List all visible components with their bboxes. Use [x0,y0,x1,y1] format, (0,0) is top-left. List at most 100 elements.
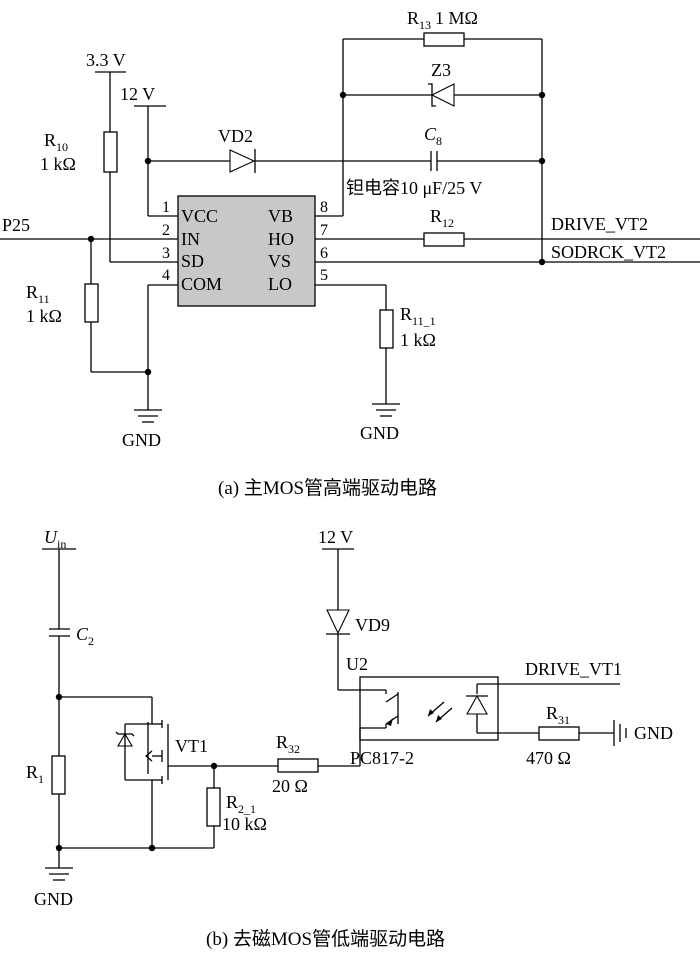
pin-name-vb: VB [268,206,293,226]
resistor-r12: R12 [423,206,465,247]
pin-num-3: 3 [162,245,170,262]
bootstrap-network [339,38,546,266]
r10-sub: 10 [56,140,68,154]
gnd-a-right-label: GND [360,423,399,443]
uin-sub: in [57,537,66,551]
r10-name: R [44,130,56,150]
vt1-label: VT1 [175,736,208,756]
supply-12v-b-label: 12 V [318,527,353,547]
caption-b: (b) 去磁MOS管低端驱动电路 [206,928,445,950]
pin-name-vcc: VCC [181,206,218,226]
r2-1-name: R [226,792,238,812]
c8-note: 钽电容10 μF/25 V [346,178,482,198]
driver-ic: VCC IN SD COM VB HO VS LO 1 2 3 4 8 7 6 … [162,195,328,307]
supply-12v-a: 12 V [120,84,230,217]
vd2-label: VD2 [218,126,253,146]
pin-name-vs: VS [268,251,291,271]
figure-b: Uin C2 R1 GND [26,527,673,950]
r11-value: 1 kΩ [26,306,62,326]
r11-1-sub: 11_1 [412,314,436,328]
svg-text:R11: R11 [26,282,50,306]
uin-supply: Uin [42,527,76,629]
r10-value: 1 kΩ [40,154,76,174]
ic-right-wiring: DRIVE_VT2 SODRCK_VT2 [315,214,700,404]
svg-text:R31: R31 [546,703,570,727]
z3-label: Z3 [431,60,451,80]
uin-name: U [44,527,58,547]
r2-1-sub: 2_1 [238,802,256,816]
supply-12v-b: 12 V [318,527,354,610]
supply-3v3: 3.3 V [86,50,126,132]
svg-text:R2_1: R2_1 [226,792,256,816]
svg-text:R11_1: R11_1 [400,304,436,328]
resistor-r13: R13 1 MΩ [407,8,478,47]
svg-text:Uin: Uin [44,527,66,551]
svg-text:R12: R12 [430,206,454,230]
resistor-r11: R11 1 kΩ [26,282,99,326]
gnd-b-left: GND [34,867,73,909]
mosfet-vt1: VT1 [59,696,218,848]
pin-name-lo: LO [268,274,292,294]
r2-1-value: 10 kΩ [222,814,267,834]
sodrck-vt2-label: SODRCK_VT2 [551,242,666,262]
r32-value: 20 Ω [272,776,308,796]
optocoupler-u2: U2 PC817-2 DRIVE_VT1 [346,654,622,768]
r31-value: 470 Ω [526,748,571,768]
pin-num-4: 4 [162,267,170,284]
r11-name: R [26,282,38,302]
pin-num-1: 1 [162,199,170,216]
r13-name: R [407,8,419,28]
resistor-r1: R1 [26,755,66,868]
c8-sub: 8 [436,134,442,148]
diode-vd9: VD9 [326,609,390,691]
resistor-r10: R10 1 kΩ [40,130,178,263]
vd9-label: VD9 [355,615,390,635]
capacitor-c2: C2 [49,624,94,756]
drive-vt2-label: DRIVE_VT2 [551,214,648,234]
c8-name: C [424,124,437,144]
r31-sub: 31 [558,713,570,727]
svg-text:R1: R1 [26,762,44,786]
input-net-label: P25 [2,215,30,235]
r11-sub: 11 [38,292,50,306]
gnd-b-right: GND [613,720,673,746]
c2-name: C [76,624,89,644]
pin-num-2: 2 [162,222,170,239]
capacitor-c8: C8 钽电容10 μF/25 V [346,124,546,198]
pin-name-com: COM [181,274,222,294]
r31-name: R [546,703,558,723]
gnd-b-right-label: GND [634,723,673,743]
diode-vd2: VD2 [218,126,431,173]
r1-sub: 1 [38,772,44,786]
resistor-r2-1: R2_1 10 kΩ [59,766,267,852]
r11-1-value: 1 kΩ [400,330,436,350]
pin-num-5: 5 [320,267,328,284]
resistor-r31: R31 470 Ω [522,703,614,768]
r32-sub: 32 [288,742,300,756]
pin-num-8: 8 [320,199,328,216]
c2-sub: 2 [88,634,94,648]
pin-name-in: IN [181,229,200,249]
gnd-b-left-label: GND [34,889,73,909]
figure-a: 3.3 V R10 1 kΩ 12 V VD2 [0,8,700,499]
svg-text:C2: C2 [76,624,94,648]
caption-a: (a) 主MOS管高端驱动电路 [218,477,437,499]
svg-text:C8: C8 [424,124,442,148]
input-net: P25 [0,215,178,410]
resistor-r32: R32 20 Ω [214,732,360,796]
u2-label: U2 [346,654,368,674]
svg-text:R10: R10 [44,130,68,154]
r13-value: 1 MΩ [435,8,478,28]
supply-3v3-label: 3.3 V [86,50,126,70]
r11-1-name: R [400,304,412,324]
zener-z3: Z3 [343,60,542,107]
r13-sub: 13 [419,18,431,32]
pin-num-7: 7 [320,222,328,239]
pin-num-6: 6 [320,245,328,262]
opto-part-label: PC817-2 [350,748,414,768]
supply-12v-a-label: 12 V [120,84,155,104]
drive-vt1-label: DRIVE_VT1 [525,659,622,679]
svg-text:R32: R32 [276,732,300,756]
